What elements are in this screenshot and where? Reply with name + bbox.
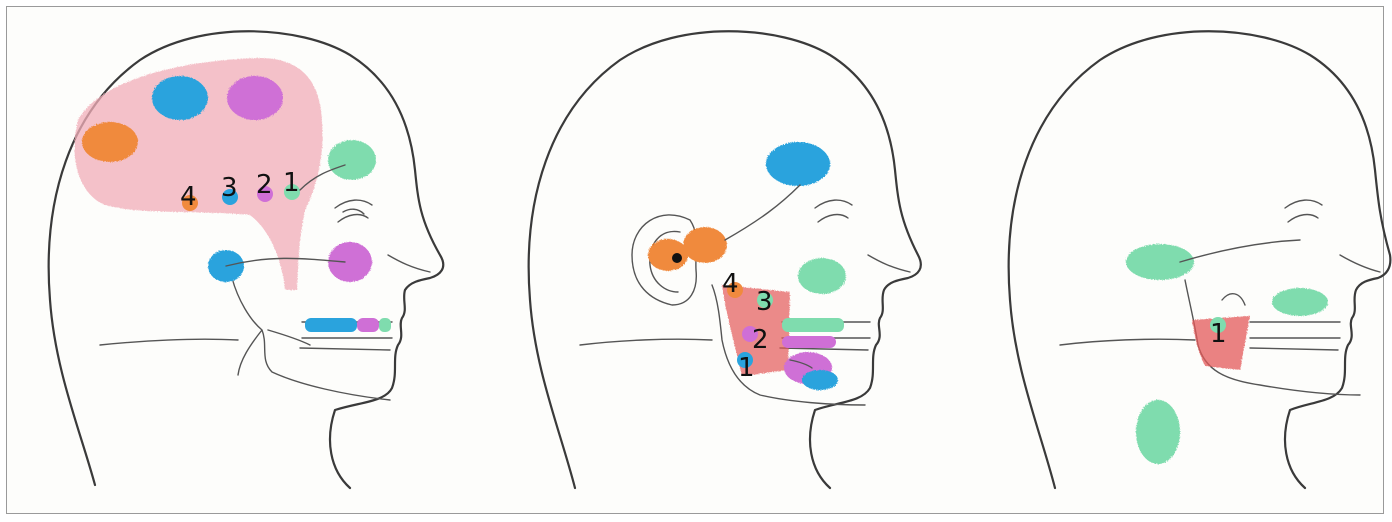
mandible-1 [232,278,390,400]
green-spot-3a [1126,244,1194,280]
upper-teeth-blue-1 [305,318,357,332]
panel-1: 4 3 2 1 [49,31,444,488]
eye-2 [815,200,852,222]
label-1-4: 4 [180,182,197,212]
green-spot-3c [1136,400,1180,464]
panel-3: 1 [1009,31,1391,488]
line-2a [725,185,800,240]
upper-teeth-green-1 [379,318,391,332]
line-3a [1180,240,1300,262]
orange-spot-2a [683,227,727,263]
nose-1 [388,255,430,272]
nose-2 [868,255,910,272]
label-1-2: 2 [256,170,273,200]
cheek-line-3 [1060,339,1195,345]
green-spot-3b [1272,288,1328,316]
eye-3 [1285,200,1322,222]
panel-2: 4 3 2 1 [529,31,921,488]
ear-canal-2 [672,253,682,263]
green-spot-1a [328,140,376,180]
blue-spot-2 [766,142,830,186]
lower-teeth-purple-2 [782,336,836,348]
cheek-line-1 [100,339,238,345]
teeth-3 [1250,322,1340,350]
blue-spot-1a [152,76,208,120]
label-1-1: 1 [283,168,300,198]
purple-spot-1a [227,76,283,120]
orange-spot-2b [648,239,688,271]
head-outline-2 [529,31,921,488]
eye-1 [335,200,372,222]
upper-teeth-green-2 [782,318,844,332]
label-1-3: 3 [221,173,238,203]
label-2-4: 4 [722,269,739,299]
nose-3 [1340,255,1380,272]
head-outline-3 [1009,31,1391,488]
blue-spot-2b [802,370,838,390]
orange-spot-1a [82,122,138,162]
label-2-1: 1 [738,353,755,383]
cheek-line-2 [580,339,712,345]
upper-teeth-purple-1 [357,318,379,332]
label-3-1: 1 [1210,319,1227,349]
label-2-3: 3 [756,287,773,317]
label-2-2: 2 [752,325,769,355]
green-spot-2 [798,258,846,294]
purple-spot-1b [328,242,372,282]
